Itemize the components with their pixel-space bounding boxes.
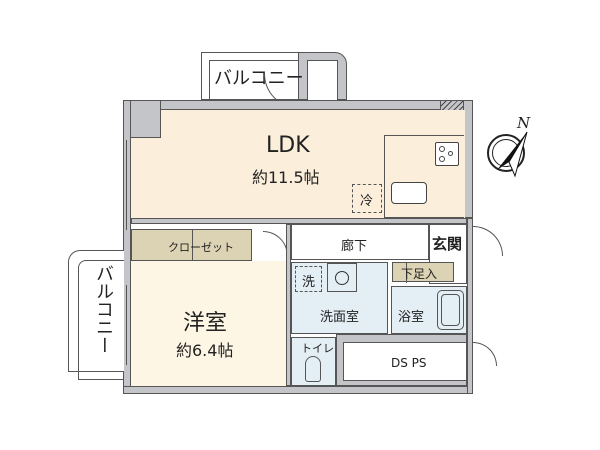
- ldk-area: 約11.5帖: [252, 168, 320, 187]
- wall-western-right: [286, 224, 291, 386]
- compass-icon: N: [483, 114, 543, 180]
- balcony-left-label: バルコニー: [93, 264, 114, 354]
- entrance-name: 玄関: [432, 235, 463, 253]
- sink-icon: [391, 182, 427, 204]
- washroom-name: 洗面室: [320, 310, 360, 325]
- toilet-icon: [305, 356, 321, 382]
- stove-icon: [435, 142, 459, 166]
- washer-space: 洗: [295, 266, 322, 292]
- toilet-name: トイレ: [301, 342, 334, 355]
- western-window[interactable]: [126, 285, 131, 365]
- balcony-left: バルコニー: [68, 250, 124, 388]
- ldk-window[interactable]: [126, 140, 131, 230]
- bathtub-icon: [437, 290, 464, 330]
- fridge-space: 冷: [352, 184, 382, 213]
- room-corridor: [291, 224, 429, 260]
- outer-wall-top: [123, 100, 468, 110]
- dsps-door-swing[interactable]: [473, 342, 497, 366]
- shoe-box: 下足入: [392, 262, 454, 283]
- ldk-name: LDK: [266, 133, 310, 158]
- dsps-name: DS PS: [391, 356, 427, 370]
- western-door-swing[interactable]: [263, 231, 288, 256]
- wall-ldk-bottom: [131, 218, 467, 224]
- room-dsps: [343, 342, 467, 381]
- outer-wall-right-lower: [467, 218, 473, 394]
- balcony-top: バルコニー: [201, 52, 347, 108]
- western-area: 約6.4帖: [176, 341, 234, 360]
- wall-ldk-notch: [131, 108, 161, 138]
- compass-north-label: N: [517, 114, 531, 132]
- washbasin-icon: [327, 263, 357, 292]
- entrance-door-swing[interactable]: [473, 226, 503, 256]
- outer-wall-bottom: [123, 386, 473, 394]
- corridor-name: 廊下: [341, 239, 368, 254]
- room-western: [131, 261, 286, 386]
- room-closet: クローゼット: [131, 229, 252, 262]
- bathroom-name: 浴室: [398, 310, 425, 325]
- western-name: 洋室: [183, 311, 228, 336]
